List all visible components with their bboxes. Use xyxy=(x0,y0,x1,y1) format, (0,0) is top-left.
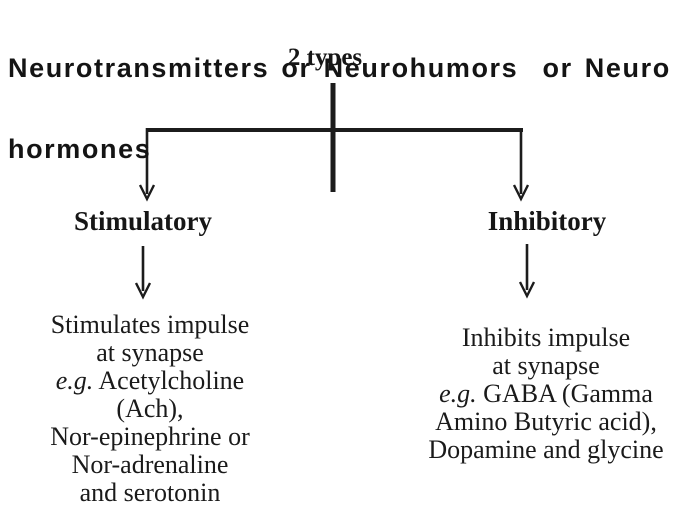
description-line: Amino Butyric acid), xyxy=(435,407,657,436)
description-line-text: Acetylcholine xyxy=(93,366,245,395)
eg-abbreviation: e.g. xyxy=(439,379,477,408)
inhibitory-description-arrow-head xyxy=(518,281,536,299)
title-line-1: Neurotransmitters or Neurohumors or Neur… xyxy=(8,53,671,83)
stimulatory-description: Stimulates impulse at synapse e.g. Acety… xyxy=(25,311,275,507)
stimulatory-description-arrow-head xyxy=(134,282,152,300)
branch-heading-stimulatory: Stimulatory xyxy=(74,206,212,236)
description-line: e.g. GABA (Gamma xyxy=(421,380,671,408)
description-line: at synapse xyxy=(492,351,600,380)
description-line: (Ach), xyxy=(116,394,184,423)
description-line: Nor-epinephrine or xyxy=(50,422,250,451)
page-title: Neurotransmitters or Neurohumors or Neur… xyxy=(8,1,692,217)
description-line: and serotonin xyxy=(79,478,221,507)
description-line: Stimulates impulse xyxy=(50,310,250,339)
description-line: e.g. Acetylcholine xyxy=(25,367,275,395)
inhibitory-description: Inhibits impulse at synapse e.g. GABA (G… xyxy=(421,324,671,464)
description-line: Inhibits impulse xyxy=(461,323,631,352)
description-line: Dopamine and glycine xyxy=(428,435,664,464)
description-line-text: GABA (Gamma xyxy=(476,379,653,408)
branch-heading-inhibitory: Inhibitory xyxy=(487,206,607,236)
eg-abbreviation: e.g. xyxy=(55,366,94,395)
description-line: Nor-adrenaline xyxy=(71,450,229,479)
description-line: at synapse xyxy=(96,338,204,367)
root-label-2-types: 2 types xyxy=(287,44,363,71)
title-line-2: hormones xyxy=(8,134,152,164)
